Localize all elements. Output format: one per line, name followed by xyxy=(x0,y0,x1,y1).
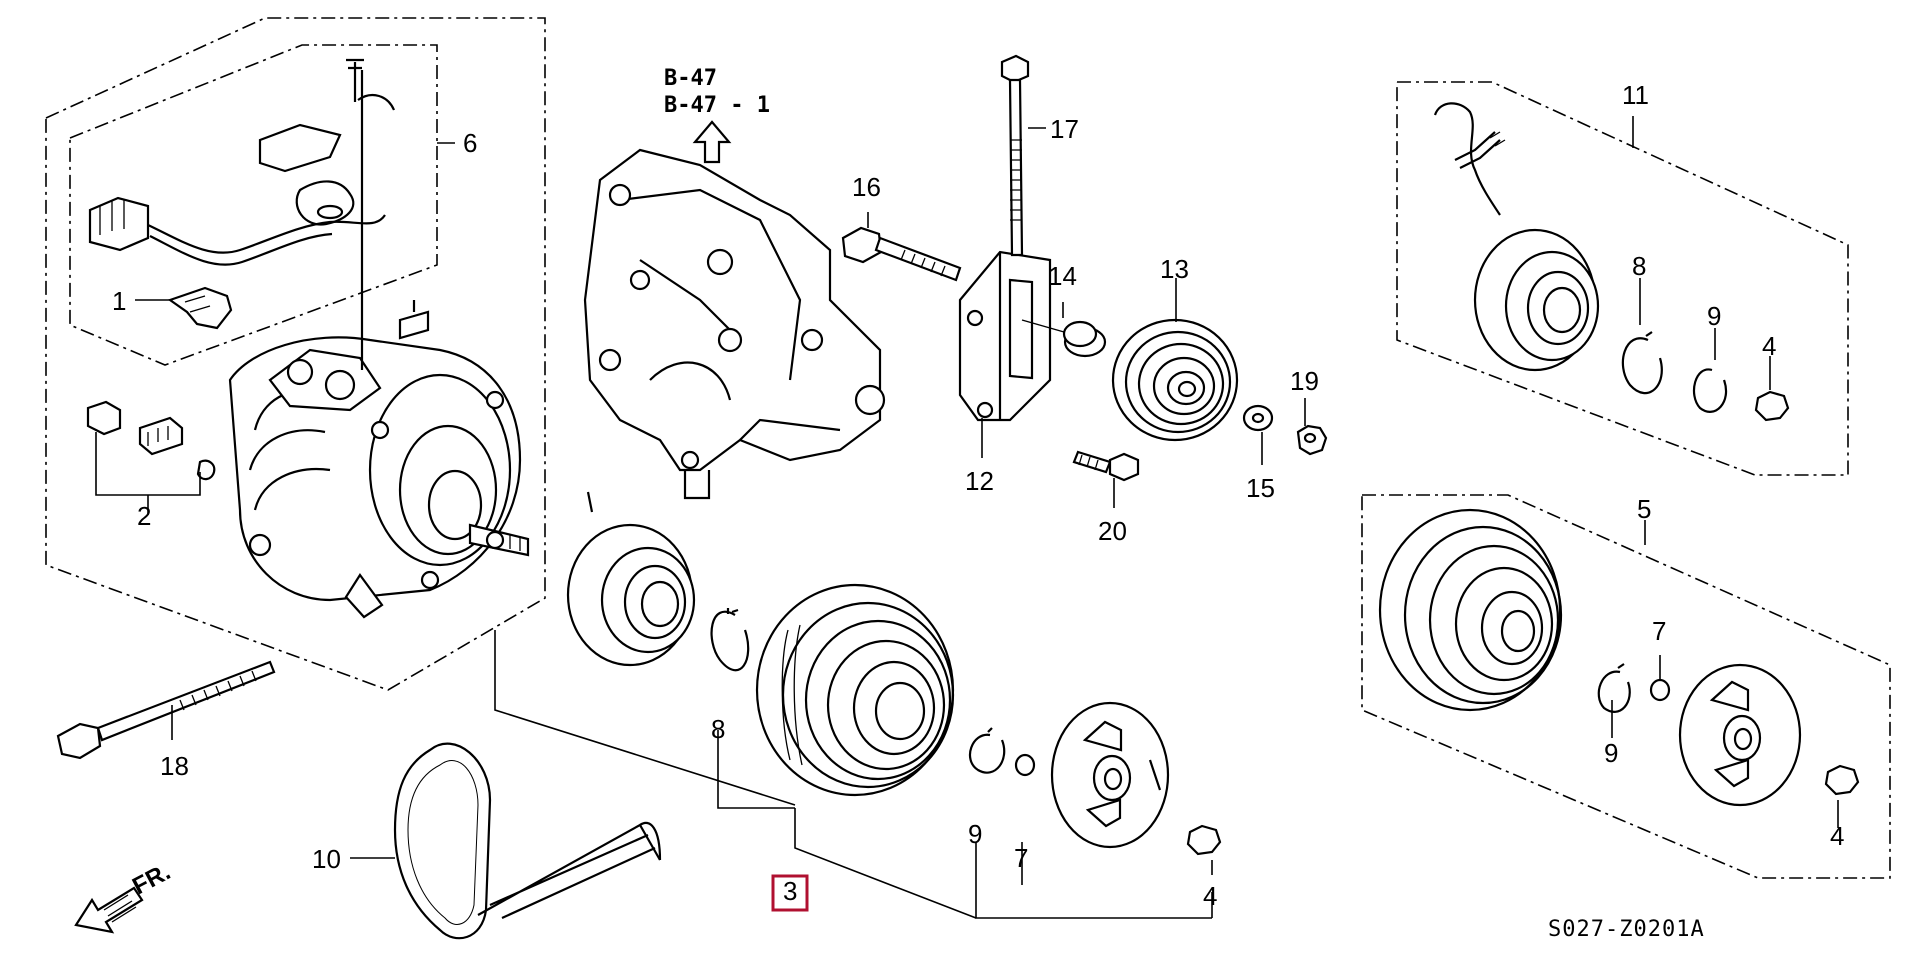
callout-9-coil: 9 xyxy=(1707,301,1721,331)
compressor-assembly-group xyxy=(45,17,546,691)
adjust-bolt-illustration xyxy=(841,212,962,282)
callout-14: 14 xyxy=(1048,261,1077,291)
hex-nut-illustration xyxy=(1186,824,1222,856)
shim-illustration xyxy=(1014,753,1036,777)
snap-ring-illustration xyxy=(710,608,750,672)
long-bolt-illustration xyxy=(56,660,276,760)
callout-4-pulley-set: 4 xyxy=(1830,821,1844,851)
field-coil-set-group xyxy=(1396,81,1849,476)
collar-illustration xyxy=(1021,302,1107,358)
pressure-switch-illustration xyxy=(86,400,216,481)
callout-7-pulley-set: 7 xyxy=(1652,616,1666,646)
callout-10: 10 xyxy=(312,844,341,874)
field-coil-illustration xyxy=(566,491,696,667)
tension-bracket-illustration xyxy=(958,250,1052,422)
idler-pulley-illustration xyxy=(1111,278,1239,442)
callout-15: 15 xyxy=(1246,473,1275,503)
diagram-code: S027-Z0201A xyxy=(1548,917,1705,942)
callout-3: 3 xyxy=(783,876,797,906)
sensor-clip-illustration xyxy=(167,286,233,330)
callout-9-pulley-set: 9 xyxy=(1604,738,1618,768)
clutch-pulley-illustration xyxy=(755,583,955,797)
highlight-box xyxy=(771,874,809,912)
callout-2: 2 xyxy=(137,501,151,531)
callout-1: 1 xyxy=(112,286,126,316)
callout-19: 19 xyxy=(1290,366,1319,396)
reference-block: B-47 B-47 - 1 xyxy=(664,66,770,164)
callout-8-clutch: 8 xyxy=(711,714,725,744)
callout-labels: 1 2 3 4 4 4 5 6 7 7 8 8 9 9 9 10 11 12 1… xyxy=(112,80,1844,912)
reference-line-2: B-47 - 1 xyxy=(664,93,770,118)
armature-plate-illustration xyxy=(1050,701,1170,849)
drive-belt-illustration xyxy=(350,742,662,940)
front-direction-indicator: FR. xyxy=(74,858,175,934)
callout-16: 16 xyxy=(852,172,881,202)
callout-13: 13 xyxy=(1160,254,1189,284)
pivot-bolt-illustration xyxy=(1072,450,1140,508)
callout-17: 17 xyxy=(1050,114,1079,144)
front-arrow-icon xyxy=(74,886,144,934)
callout-5: 5 xyxy=(1637,494,1651,524)
small-snap-ring-illustration xyxy=(968,727,1006,774)
nut-illustration xyxy=(1296,398,1328,456)
reference-line-1: B-47 xyxy=(664,66,717,91)
washer-illustration xyxy=(1242,404,1274,465)
callout-6: 6 xyxy=(463,128,477,158)
callout-4-clutch: 4 xyxy=(1203,881,1217,911)
callout-7-clutch: 7 xyxy=(1014,843,1028,873)
up-arrow-icon xyxy=(692,120,732,164)
callout-8-coil: 8 xyxy=(1632,251,1646,281)
callout-4-coil: 4 xyxy=(1762,331,1776,361)
callout-20: 20 xyxy=(1098,516,1127,546)
callout-18: 18 xyxy=(160,751,189,781)
wire-harness-illustration xyxy=(88,58,396,266)
clutch-assembly-group xyxy=(494,491,1222,919)
callout-11: 11 xyxy=(1622,80,1649,110)
compressor-bracket-illustration xyxy=(583,148,886,500)
compressor-body-illustration xyxy=(228,70,530,619)
callout-9-clutch: 9 xyxy=(968,819,982,849)
callout-12: 12 xyxy=(965,466,994,496)
long-adjust-bolt-illustration xyxy=(981,54,1046,458)
pulley-set-group xyxy=(1361,494,1891,879)
